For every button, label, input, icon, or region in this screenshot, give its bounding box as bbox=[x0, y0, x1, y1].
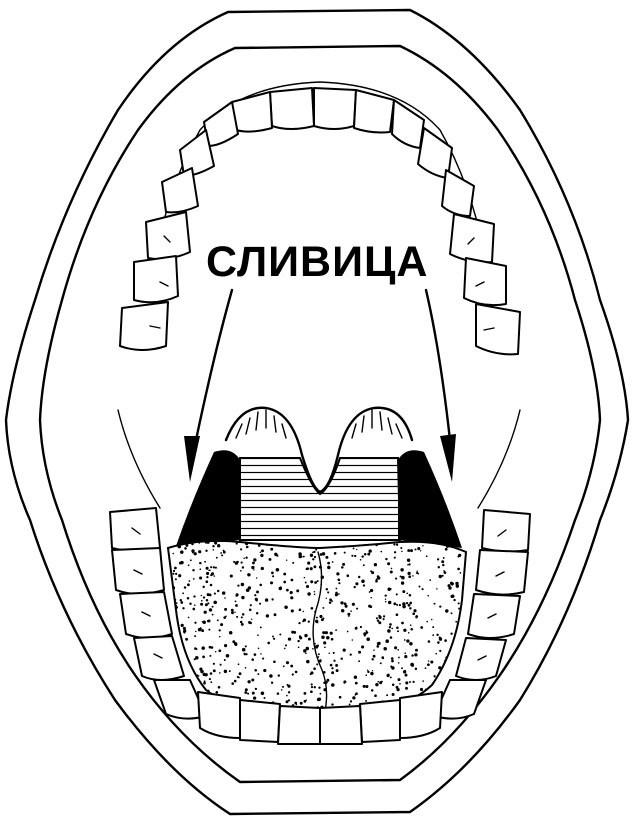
left-tonsil bbox=[176, 450, 240, 546]
tonsils-label: СЛИВИЦА bbox=[206, 238, 428, 286]
right-cheek-line bbox=[478, 410, 520, 508]
upper-teeth bbox=[120, 88, 520, 354]
pharynx bbox=[240, 458, 400, 540]
left-cheek-line bbox=[118, 410, 160, 508]
right-pointer-arrow bbox=[426, 290, 456, 482]
